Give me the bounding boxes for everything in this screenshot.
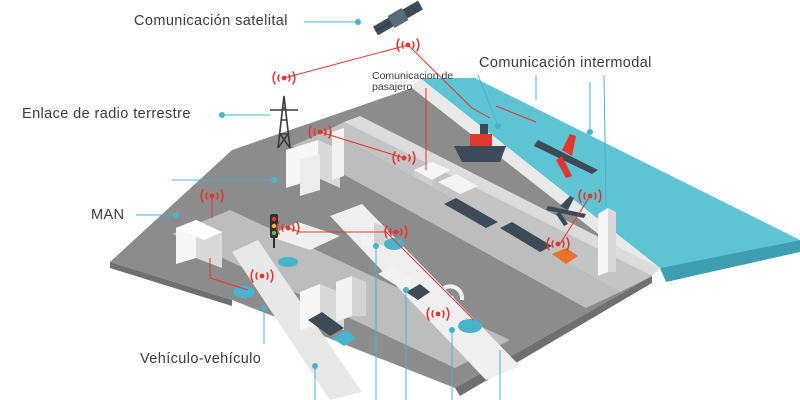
satellite-icon — [372, 0, 424, 36]
truck-icon — [308, 312, 356, 346]
traffic-light-icon — [270, 214, 278, 248]
car-icon — [384, 238, 404, 250]
port-tower — [598, 208, 616, 276]
harbor-edge — [344, 116, 660, 276]
connection-lines — [209, 44, 591, 321]
car-icon — [233, 286, 255, 298]
airplane-icon — [534, 134, 598, 178]
label-man: MAN — [91, 207, 125, 223]
satellite-dish-icon — [442, 284, 465, 307]
callout-lines — [136, 21, 607, 400]
small-building — [362, 222, 386, 248]
label-passenger-communication: Comunicacion de pasajero — [372, 70, 454, 93]
building-cluster-man — [176, 220, 222, 268]
ship-icon — [454, 124, 506, 162]
label-intermodal-communication: Comunicación intermodal — [479, 55, 652, 71]
callout-dots — [173, 19, 593, 369]
car-icon — [458, 319, 482, 333]
radio-tower-icon — [270, 95, 298, 149]
airplane-small-icon — [546, 196, 586, 226]
car-icon — [278, 257, 298, 267]
label-vehicle-to-vehicle: Vehículo-vehículo — [140, 351, 262, 367]
building-cluster-center — [286, 128, 344, 196]
truck-icon — [444, 198, 578, 264]
train-icon — [414, 162, 478, 194]
truck-icon — [378, 266, 430, 300]
label-terrestrial-radio-link: Enlace de radio terrestre — [22, 106, 191, 122]
label-satellite-communication: Comunicación satelital — [134, 13, 288, 29]
